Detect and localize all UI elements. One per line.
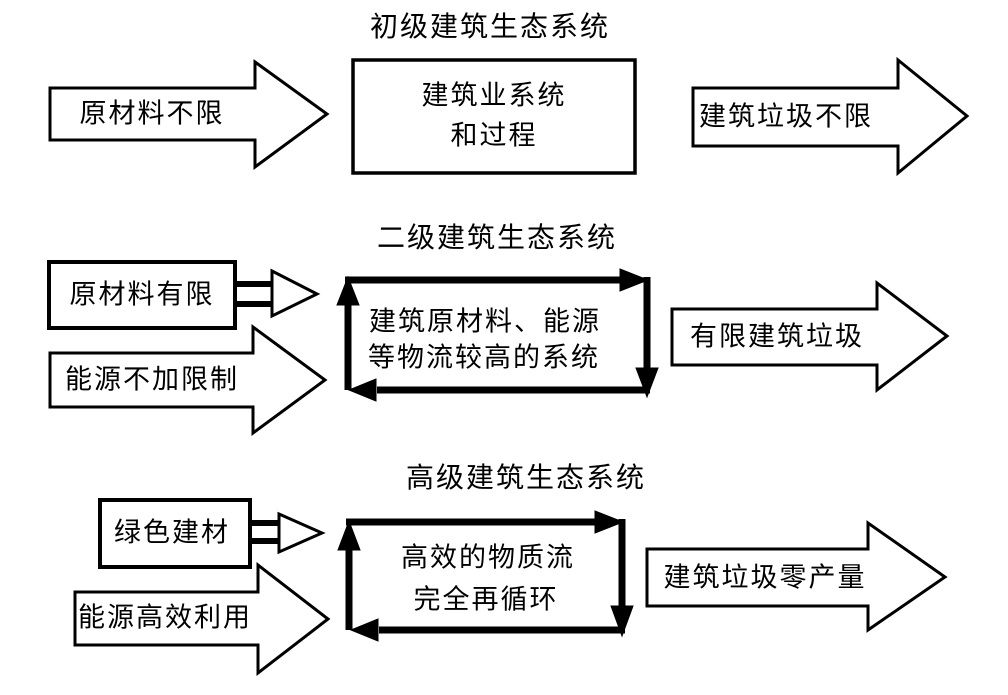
section1-input-arrow-label: 原材料不限 — [79, 98, 225, 129]
right-arrow-shape — [48, 324, 328, 436]
section2-small-double-arrow — [235, 268, 321, 319]
arrow-tail-bar — [250, 538, 284, 544]
arrow-tail-bar — [235, 281, 277, 287]
loop-right-arrowhead — [594, 510, 625, 534]
section1-output-block-arrow — [691, 56, 970, 177]
arrow-head — [270, 268, 321, 319]
loop-left-arrowhead — [347, 378, 377, 402]
section3-title: 高级建筑生态系统 — [405, 463, 647, 494]
section2-circulation-loop — [336, 268, 659, 402]
section2-output-block-arrow — [670, 279, 950, 394]
section3-input-arrow-label: 能源高效利用 — [78, 602, 252, 633]
section2-center-box-line1: 建筑原材料、能源 — [369, 306, 601, 337]
section1-input-block-arrow — [48, 59, 330, 170]
section2-center-box-line2: 等物流较高的系统 — [368, 342, 600, 373]
loop-down-arrowhead — [635, 367, 659, 399]
arrow-head — [277, 511, 326, 555]
section3-small-double-arrow — [250, 511, 326, 555]
right-arrow-shape — [645, 520, 948, 633]
right-arrow-shape — [73, 561, 331, 677]
loop-up-arrowhead — [337, 519, 361, 551]
section1-title: 初级建筑生态系统 — [369, 12, 611, 43]
section3-center-box-line2: 完全再循环 — [413, 584, 559, 615]
section2-output-arrow-label: 有限建筑垃圾 — [690, 321, 864, 352]
loop-left-arrowhead — [349, 618, 379, 642]
right-arrow-shape — [691, 56, 970, 177]
loop-down-arrowhead — [610, 605, 634, 638]
section2-input-arrow-label: 能源不加限制 — [65, 364, 239, 395]
section3-input-box — [98, 498, 252, 569]
section1-center-box-line1: 建筑业系统 — [421, 80, 567, 111]
loop-right-arrowhead — [619, 268, 650, 292]
section3-center-box-line1: 高效的物质流 — [401, 542, 575, 573]
section2-input-box — [47, 260, 237, 330]
section2-title: 二级建筑生态系统 — [376, 223, 618, 254]
arrow-tail-bar — [235, 301, 277, 307]
loop-up-arrowhead — [336, 275, 360, 306]
section2-input-block-arrow — [48, 324, 328, 436]
arrow-tail-bar — [250, 520, 284, 526]
right-arrow-shape — [670, 279, 950, 394]
section2-input-box-label: 原材料有限 — [69, 279, 215, 310]
right-arrow-shape — [48, 59, 330, 170]
section3-input-block-arrow — [73, 561, 331, 677]
section1-output-arrow-label: 建筑垃圾不限 — [699, 101, 873, 132]
section1-center-box — [351, 58, 637, 175]
section3-circulation-loop — [337, 510, 634, 642]
section3-output-arrow-label: 建筑垃圾零产量 — [663, 562, 867, 593]
section1-center-box-line2: 和过程 — [450, 120, 538, 151]
section3-input-box-label: 绿色建材 — [114, 517, 230, 548]
section3-output-block-arrow — [645, 520, 948, 633]
